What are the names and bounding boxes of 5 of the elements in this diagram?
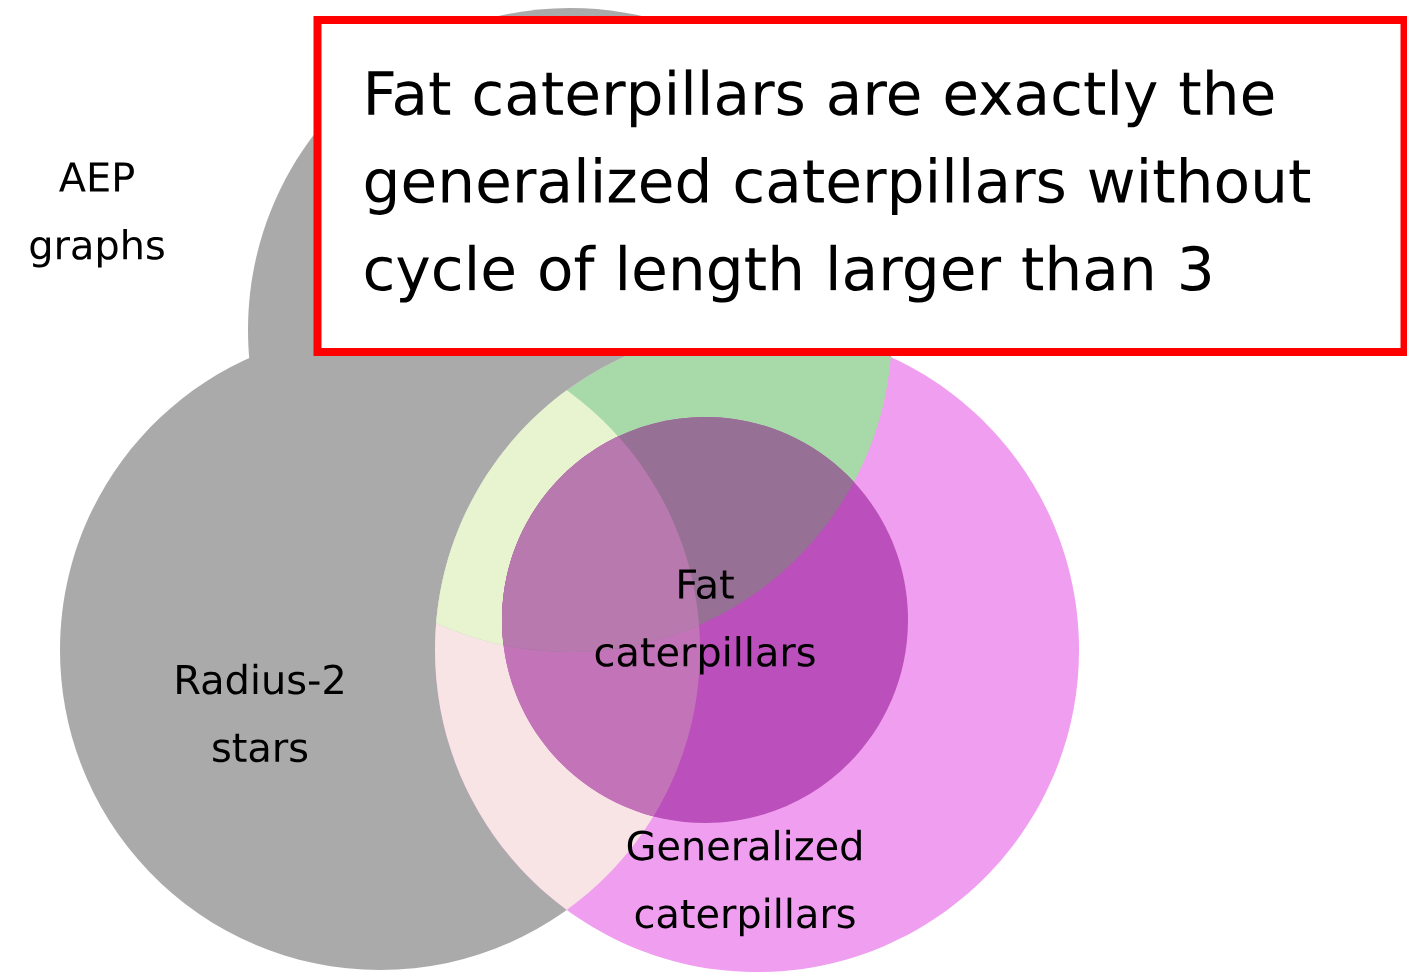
circle-label: Fat caterpillars: [595, 569, 815, 675]
circle-label: Radius-2 stars: [177, 663, 343, 763]
circle-label: Generalized caterpillars: [627, 829, 861, 937]
text-box: Fat caterpillars are exactly the generalized caterpillars without cycle of length larger than 3: [313, 16, 1407, 356]
circle-label: AEP graphs: [30, 162, 164, 268]
